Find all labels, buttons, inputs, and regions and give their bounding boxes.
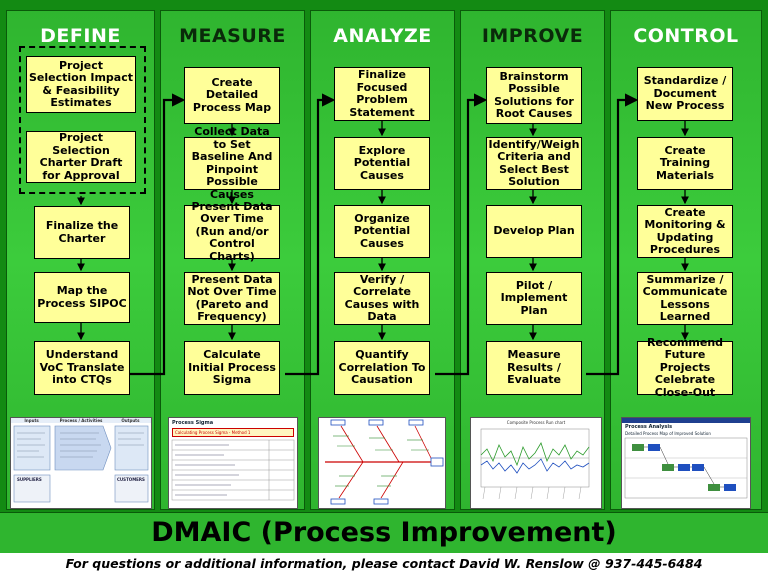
step-map-process-sipoc: Map the Process SIPOC [34, 272, 130, 323]
step-identify-weigh-criteria: Identify/Weigh Criteria and Select Best … [486, 137, 582, 190]
run-chart-title: Composite Process Run chart [506, 420, 566, 425]
sipoc-footer-customers: CUSTOMERS [117, 477, 145, 482]
step-standardize-document: Standardize / Document New Process [637, 67, 733, 121]
step-collect-data-baseline: Collect Data to Set Baseline And Pinpoin… [184, 125, 280, 200]
contact-footer: For questions or additional information,… [65, 556, 703, 571]
sigma-thumb-title: Process Sigma [172, 420, 214, 426]
sipoc-header-process: Process / Activities [59, 418, 103, 423]
step-measure-results: Measure Results / Evaluate [486, 341, 582, 395]
step-create-training-materials: Create Training Materials [637, 137, 733, 190]
fishbone-thumbnail [318, 417, 446, 509]
step-develop-plan: Develop Plan [486, 205, 582, 258]
step-explore-potential-causes: Explore Potential Causes [334, 137, 430, 190]
step-calculate-process-sigma: Calculate Initial Process Sigma [184, 341, 280, 395]
process-analysis-thumbnail: Process Analysis Detailed Process Map of… [621, 417, 751, 509]
project-selection-group [19, 46, 146, 194]
run-chart-graphic [480, 428, 590, 500]
analysis-thumb-subtitle: Detailed Process Map of Improved Solutio… [625, 431, 711, 436]
phase-title-improve: IMPROVE [481, 25, 584, 47]
step-quantify-correlation: Quantify Correlation To Causation [334, 341, 430, 395]
sigma-thumb-subtitle: Calculating Process Sigma - Method 1 [172, 428, 294, 437]
analysis-thumb-title: Process Analysis [625, 424, 673, 430]
step-create-monitoring-procedures: Create Monitoring & Updating Procedures [637, 205, 733, 258]
step-pilot-implement-plan: Pilot / Implement Plan [486, 272, 582, 325]
fishbone-graphic [325, 419, 444, 505]
process-map-graphic [624, 437, 748, 499]
sipoc-graphic: SUPPLIERS CUSTOMERS [13, 425, 149, 503]
step-summarize-lessons-learned: Summarize / Communicate Lessons Learned [637, 272, 733, 325]
step-present-data-not-over-time: Present Data Not Over Time (Pareto and F… [184, 272, 280, 325]
sipoc-thumbnail: Inputs Process / Activities Outputs SUPP… [10, 417, 152, 509]
sipoc-header-inputs: Inputs [24, 418, 39, 423]
sigma-table-graphic [171, 439, 295, 501]
run-chart-thumbnail: Composite Process Run chart [470, 417, 602, 509]
step-brainstorm-solutions: Brainstorm Possible Solutions for Root C… [486, 67, 582, 124]
step-organize-potential-causes: Organize Potential Causes [334, 205, 430, 258]
step-finalize-charter: Finalize the Charter [34, 206, 130, 259]
step-understand-voc: Understand VoC Translate into CTQs [34, 341, 130, 395]
phase-title-analyze: ANALYZE [333, 25, 432, 47]
step-project-selection-charter: Project Selection Charter Draft for Appr… [26, 131, 136, 183]
step-recommend-future-projects: Recommend Future Projects Celebrate Clos… [637, 336, 733, 399]
step-finalize-problem-statement: Finalize Focused Problem Statement [334, 67, 430, 121]
process-sigma-thumbnail: Process Sigma Calculating Process Sigma … [168, 417, 298, 509]
step-present-data-over-time: Present Data Over Time (Run and/or Contr… [184, 200, 280, 263]
dmaic-banner: DMAIC (Process Improvement) [0, 512, 768, 553]
phase-title-measure: MEASURE [179, 25, 286, 47]
sipoc-header-outputs: Outputs [121, 418, 140, 423]
step-project-selection-impact: Project Selection Impact & Feasibility E… [26, 56, 136, 113]
sipoc-footer-suppliers: SUPPLIERS [17, 477, 42, 482]
analysis-thumb-bar [622, 418, 750, 423]
phase-title-define: DEFINE [40, 25, 121, 47]
step-create-process-map: Create Detailed Process Map [184, 67, 280, 124]
phase-title-control: CONTROL [633, 25, 739, 47]
step-verify-correlate-causes: Verify / Correlate Causes with Data [334, 272, 430, 325]
